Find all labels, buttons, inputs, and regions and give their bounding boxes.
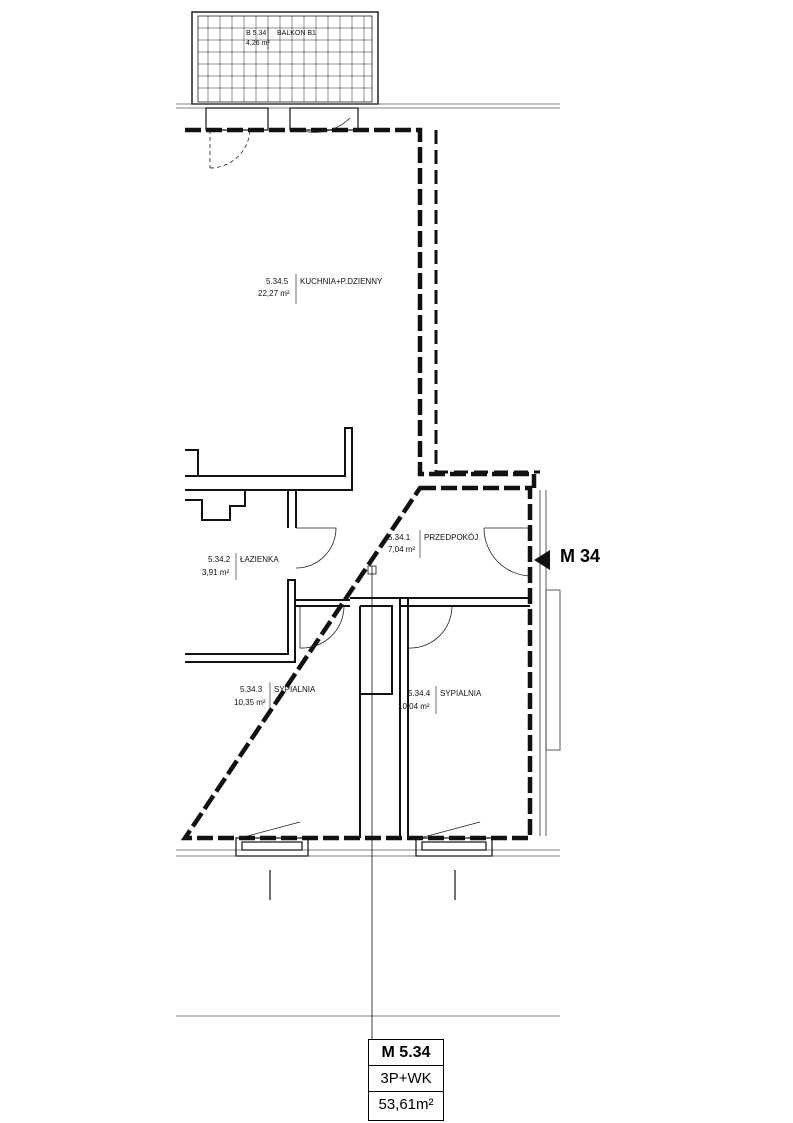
- room-label-bedroom1: 5.34.3 SYPIALNIA 10,35 m²: [234, 682, 316, 710]
- unit-boundary-outer: [434, 130, 540, 474]
- windows: [205, 107, 493, 900]
- leader-marker: [367, 565, 377, 575]
- unit-code: M 5.34: [369, 1040, 443, 1066]
- unit-type: 3P+WK: [369, 1066, 443, 1092]
- room-number: 5.34.5: [266, 277, 289, 286]
- interior-walls: [185, 427, 530, 838]
- room-number: B 5.34: [246, 30, 266, 37]
- room-area: 22,27 m²: [258, 289, 290, 298]
- room-label-balcony: B 5.34 BALKON B1 4,26 m²: [246, 27, 316, 50]
- room-area: 4,26 m²: [246, 40, 270, 47]
- room-label-bathroom: 5.34.2 ŁAZIENKA 3,91 m²: [202, 553, 279, 580]
- room-name: SYPIALNIA: [440, 689, 482, 698]
- balcony-grid: [191, 11, 379, 105]
- unit-summary-box: M 5.34 3P+WK 53,61m²: [368, 1039, 444, 1121]
- room-number: 5.34.2: [208, 555, 231, 564]
- room-name: PRZEDPOKÓJ: [424, 533, 478, 542]
- room-name: ŁAZIENKA: [240, 555, 279, 564]
- room-area: 7,04 m²: [388, 545, 415, 554]
- room-area: 10,35 m²: [234, 698, 266, 707]
- room-area: 10,04 m²: [398, 702, 430, 711]
- room-number: 5.34.4: [408, 689, 431, 698]
- room-number: 5.34.3: [240, 685, 263, 694]
- room-area: 3,91 m²: [202, 568, 229, 577]
- room-name: KUCHNIA+P.DZIENNY: [300, 277, 383, 286]
- exterior-strip: [539, 490, 561, 836]
- facade-lines: [176, 103, 560, 1017]
- room-label-hall: 5.34.1 PRZEDPOKÓJ 7,04 m²: [388, 530, 478, 558]
- room-name: BALKON B1: [277, 30, 316, 37]
- room-number: 5.34.1: [388, 533, 411, 542]
- entrance-marker-label: M 34: [560, 546, 601, 566]
- room-label-kitchen: 5.34.5 KUCHNIA+P.DZIENNY 22,27 m²: [258, 274, 383, 304]
- unit-area: 53,61m²: [378, 1096, 434, 1113]
- entrance-arrow: [534, 550, 550, 570]
- doors: [209, 117, 531, 839]
- room-label-bedroom2: 5.34.4 SYPIALNIA 10,04 m²: [398, 686, 482, 714]
- room-name: SYPIALNIA: [274, 685, 316, 694]
